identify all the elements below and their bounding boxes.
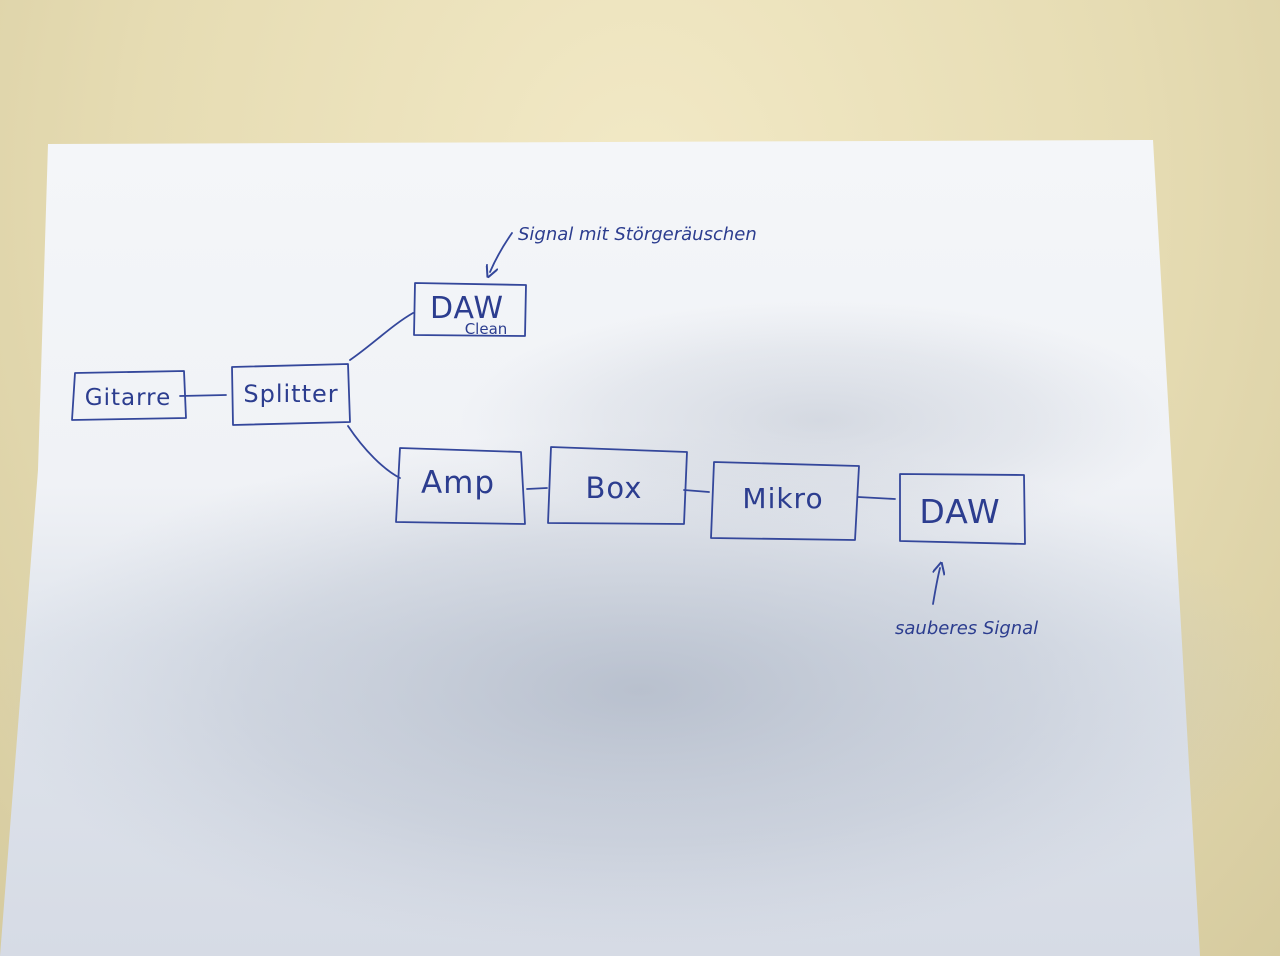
node-splitter: Splitter	[231, 363, 351, 426]
node-amp-label: Amp	[421, 465, 495, 501]
wire-box-mikro	[683, 489, 710, 493]
hand-shadow-upper	[460, 300, 1180, 540]
arrow-to-daw-clean	[490, 232, 513, 272]
node-gitarre: Gitarre	[71, 370, 187, 421]
wire-splitter-daw-clean	[349, 312, 414, 361]
node-box: Box	[547, 446, 688, 525]
node-mikro-label: Mikro	[742, 482, 823, 515]
wire-amp-box	[526, 487, 548, 490]
arrow-to-daw	[932, 568, 940, 605]
hand-shadow	[0, 430, 1280, 950]
node-daw-clean: DAW Clean	[413, 282, 527, 338]
wire-splitter-amp	[347, 425, 401, 479]
node-daw-label: DAW	[919, 492, 1000, 531]
connections	[179, 312, 896, 500]
node-gitarre-label: Gitarre	[85, 385, 171, 411]
node-box-label: Box	[586, 471, 643, 505]
node-daw-clean-label: DAW	[430, 291, 504, 326]
annotation-noisy-signal: Signal mit Störgeräuschen	[490, 224, 757, 272]
node-daw-clean-sublabel: Clean	[465, 320, 508, 338]
annotation-clean-signal-text: sauberes Signal	[895, 618, 1038, 639]
node-amp: Amp	[395, 447, 526, 525]
annotation-clean-signal: sauberes Signal	[895, 568, 1038, 639]
node-daw: DAW	[899, 473, 1026, 545]
node-mikro: Mikro	[710, 461, 860, 541]
node-splitter-label: Splitter	[243, 380, 338, 408]
annotation-noisy-signal-text: Signal mit Störgeräuschen	[518, 224, 757, 245]
wire-mikro-daw	[857, 496, 896, 500]
wire-gitarre-splitter	[179, 394, 227, 397]
